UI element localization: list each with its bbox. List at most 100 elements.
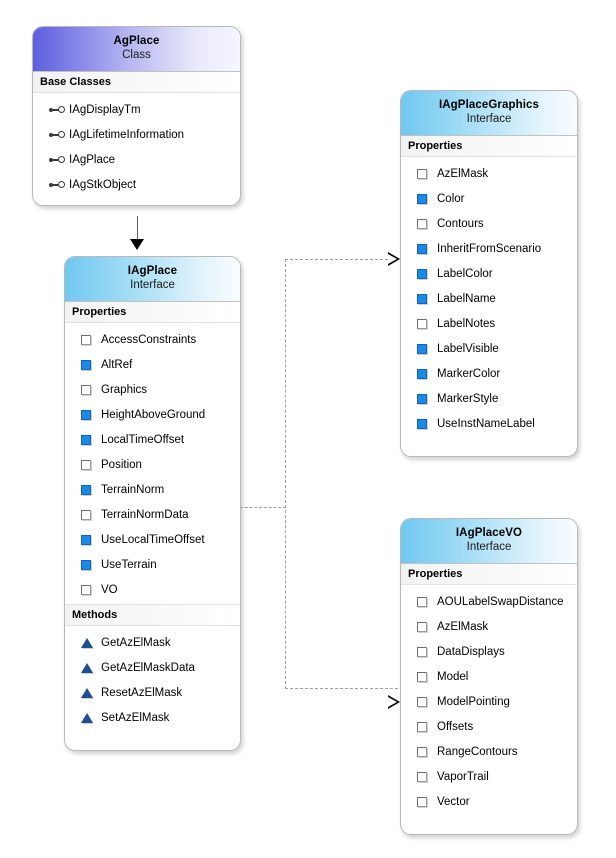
list-item[interactable]: VO: [65, 577, 240, 602]
interface-box-iagplacevo[interactable]: IAgPlaceVO Interface Properties AOULabel…: [400, 518, 578, 835]
list-item[interactable]: Color: [401, 186, 577, 211]
property-filled-icon: [81, 559, 101, 570]
iagplace-methods-list: GetAzElMask GetAzElMaskData ResetAzElMas…: [65, 626, 240, 750]
iagplacevo-properties-list: AOULabelSwapDistance AzElMask DataDispla…: [401, 585, 577, 834]
list-item[interactable]: VaporTrail: [401, 764, 577, 789]
iagplace-title: IAgPlace: [127, 265, 178, 277]
list-item[interactable]: Model: [401, 664, 577, 689]
member-label: VO: [101, 583, 118, 596]
list-item[interactable]: UseLocalTimeOffset: [65, 527, 240, 552]
list-item[interactable]: InheritFromScenario: [401, 236, 577, 261]
list-item[interactable]: Offsets: [401, 714, 577, 739]
member-label: IAgDisplayTm: [69, 103, 141, 116]
list-item[interactable]: GetAzElMask: [65, 630, 240, 655]
list-item[interactable]: Position: [65, 452, 240, 477]
list-item[interactable]: RangeContours: [401, 739, 577, 764]
property-filled-icon: [417, 293, 437, 304]
list-item[interactable]: TerrainNorm: [65, 477, 240, 502]
agplace-stereotype: Class: [122, 49, 151, 61]
member-label: TerrainNorm: [101, 483, 165, 496]
list-item[interactable]: DataDisplays: [401, 639, 577, 664]
member-label: AzElMask: [437, 167, 489, 180]
list-item[interactable]: IAgLifetimeInformation: [33, 122, 240, 147]
member-label: UseLocalTimeOffset: [101, 533, 205, 546]
connector-branch-vertical: [285, 259, 286, 689]
connector-to-iagplacevo-line: [285, 688, 398, 689]
member-label: ResetAzElMask: [101, 686, 183, 699]
property-hollow-icon: [417, 746, 437, 757]
property-hollow-icon: [417, 621, 437, 632]
method-triangle-icon: [81, 637, 101, 648]
list-item[interactable]: Contours: [401, 211, 577, 236]
list-item[interactable]: LabelColor: [401, 261, 577, 286]
list-item[interactable]: LabelVisible: [401, 336, 577, 361]
property-filled-icon: [417, 343, 437, 354]
list-item[interactable]: GetAzElMaskData: [65, 655, 240, 680]
list-item[interactable]: AltRef: [65, 352, 240, 377]
member-label: SetAzElMask: [101, 711, 170, 724]
list-item[interactable]: AOULabelSwapDistance: [401, 589, 577, 614]
list-item[interactable]: AccessConstraints: [65, 327, 240, 352]
list-item[interactable]: LocalTimeOffset: [65, 427, 240, 452]
member-label: Position: [101, 458, 142, 471]
method-triangle-icon: [81, 687, 101, 698]
member-label: MarkerStyle: [437, 392, 499, 405]
iagplacevo-title: IAgPlaceVO: [455, 527, 523, 539]
list-item[interactable]: MarkerStyle: [401, 386, 577, 411]
member-label: HeightAboveGround: [101, 408, 206, 421]
member-label: Color: [437, 192, 465, 205]
member-label: IAgStkObject: [69, 178, 137, 191]
property-hollow-icon: [417, 318, 437, 329]
iagplacegraphics-properties-header: Properties: [401, 136, 577, 157]
list-item[interactable]: IAgStkObject: [33, 172, 240, 197]
list-item[interactable]: Graphics: [65, 377, 240, 402]
member-label: AOULabelSwapDistance: [437, 595, 564, 608]
connector-to-iagplacegraphics-arrowhead: [387, 252, 400, 266]
property-filled-icon: [417, 268, 437, 279]
member-label: Contours: [437, 217, 484, 230]
member-label: AccessConstraints: [101, 333, 197, 346]
interface-lollipop-icon: [49, 155, 69, 165]
class-box-agplace[interactable]: AgPlace Class Base Classes IAgDisplayTm …: [32, 26, 241, 206]
list-item[interactable]: LabelName: [401, 286, 577, 311]
agplace-base-classes-list: IAgDisplayTm IAgLifetimeInformation IAgP…: [33, 93, 240, 205]
list-item[interactable]: HeightAboveGround: [65, 402, 240, 427]
connector-agplace-to-iagplace-arrowhead: [130, 239, 144, 250]
iagplace-stereotype: Interface: [130, 279, 175, 291]
list-item[interactable]: UseTerrain: [65, 552, 240, 577]
property-hollow-icon: [417, 218, 437, 229]
list-item[interactable]: TerrainNormData: [65, 502, 240, 527]
list-item[interactable]: LabelNotes: [401, 311, 577, 336]
list-item[interactable]: IAgPlace: [33, 147, 240, 172]
member-label: LabelColor: [437, 267, 493, 280]
list-item[interactable]: AzElMask: [401, 161, 577, 186]
property-filled-icon: [417, 243, 437, 254]
property-hollow-icon: [417, 596, 437, 607]
list-item[interactable]: UseInstNameLabel: [401, 411, 577, 436]
iagplacegraphics-properties-list: AzElMask Color Contours InheritFromScena…: [401, 157, 577, 456]
iagplacegraphics-title: IAgPlaceGraphics: [438, 99, 540, 111]
property-filled-icon: [81, 434, 101, 445]
interface-box-iagplacegraphics[interactable]: IAgPlaceGraphics Interface Properties Az…: [400, 90, 578, 457]
member-label: DataDisplays: [437, 645, 505, 658]
connector-iagplace-stub: [240, 507, 286, 508]
list-item[interactable]: Vector: [401, 789, 577, 814]
property-hollow-icon: [417, 796, 437, 807]
member-label: IAgPlace: [69, 153, 116, 166]
interface-lollipop-icon: [49, 180, 69, 190]
iagplacevo-stereotype: Interface: [466, 541, 512, 553]
agplace-base-classes-header: Base Classes: [33, 72, 240, 93]
property-filled-icon: [81, 484, 101, 495]
property-hollow-icon: [417, 671, 437, 682]
list-item[interactable]: IAgDisplayTm: [33, 97, 240, 122]
list-item[interactable]: AzElMask: [401, 614, 577, 639]
interface-box-iagplace[interactable]: IAgPlace Interface Properties AccessCons…: [64, 256, 241, 751]
property-hollow-icon: [81, 509, 101, 520]
list-item[interactable]: ModelPointing: [401, 689, 577, 714]
list-item[interactable]: MarkerColor: [401, 361, 577, 386]
list-item[interactable]: ResetAzElMask: [65, 680, 240, 705]
interface-lollipop-icon: [49, 105, 69, 115]
member-label: Model: [437, 670, 469, 683]
member-label: GetAzElMaskData: [101, 661, 195, 674]
list-item[interactable]: SetAzElMask: [65, 705, 240, 730]
